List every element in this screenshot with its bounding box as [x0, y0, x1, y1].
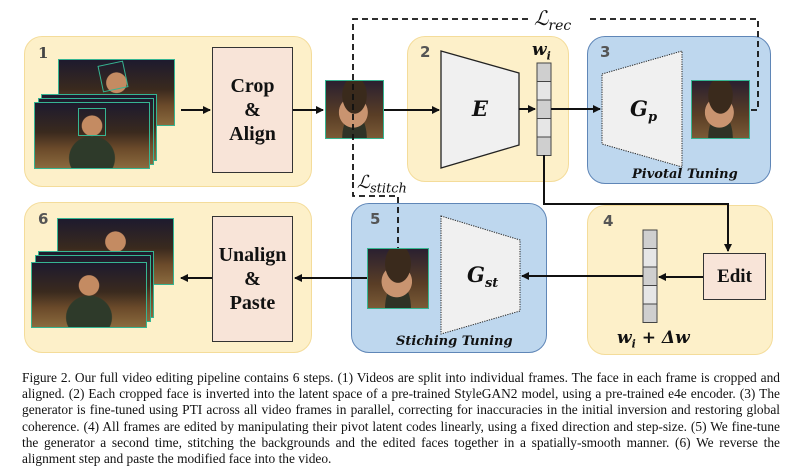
- latent-vector-edited: [642, 229, 658, 323]
- generator-letter: G: [630, 96, 648, 121]
- crop-align-box: Crop & Align: [212, 47, 293, 173]
- generator-letter: G: [467, 262, 485, 287]
- loss-symbol: ℒ: [534, 6, 549, 30]
- edit-box: Edit: [703, 253, 766, 300]
- latent-letter: w: [532, 40, 547, 60]
- edited-face-image: [367, 248, 429, 309]
- edited-latent-label: wi + Δw: [617, 328, 690, 350]
- step4-number: 4: [603, 212, 614, 230]
- step6-number: 6: [38, 210, 49, 228]
- loss-rec-line: [352, 18, 528, 180]
- pivotal-tuning-label: Pivotal Tuning: [632, 167, 738, 182]
- step1-number: 1: [38, 44, 49, 62]
- latent-wi-label: wi: [532, 40, 551, 62]
- unalign-paste-box: Unalign & Paste: [212, 216, 293, 342]
- loss-subscript: rec: [548, 18, 572, 34]
- encoder-shape: [440, 50, 520, 169]
- step3-number: 3: [600, 43, 611, 61]
- latent-subscript: i: [631, 337, 636, 351]
- generator-stitching-label: Gst: [467, 262, 498, 291]
- video-frame-front: [34, 102, 150, 169]
- latent-vector-wi: [536, 62, 552, 156]
- loss-stitch-line: [352, 182, 399, 248]
- generator-subscript: p: [647, 110, 658, 126]
- encoder-letter: E: [472, 96, 489, 121]
- encoder-label: E: [472, 96, 488, 121]
- step2-number: 2: [420, 43, 431, 61]
- generator-pivotal-shape: [601, 50, 683, 168]
- latent-delta: + Δw: [635, 328, 690, 348]
- reconstructed-face-image: [691, 80, 750, 139]
- latent-letter: w: [617, 328, 632, 348]
- cropped-face-image: [325, 80, 384, 139]
- arrow-wi-to-edit: [543, 155, 732, 252]
- output-frame-front: [31, 262, 147, 328]
- loss-stitch-label: ℒstitch: [357, 172, 407, 197]
- loss-rec-label: ℒrec: [534, 6, 571, 34]
- face-detection-box: [78, 108, 106, 136]
- step5-number: 5: [370, 210, 381, 228]
- generator-stitching-shape: [440, 215, 521, 335]
- loss-subscript: stitch: [369, 181, 407, 197]
- loss-symbol: ℒ: [357, 172, 370, 193]
- stitching-tuning-label: Stiching Tuning: [396, 334, 513, 349]
- generator-pivotal-label: Gp: [630, 96, 657, 125]
- latent-subscript: i: [546, 49, 551, 63]
- loss-rec-line-right: [590, 18, 759, 111]
- figure-caption: Figure 2. Our full video editing pipelin…: [22, 370, 780, 467]
- generator-subscript: st: [484, 276, 499, 292]
